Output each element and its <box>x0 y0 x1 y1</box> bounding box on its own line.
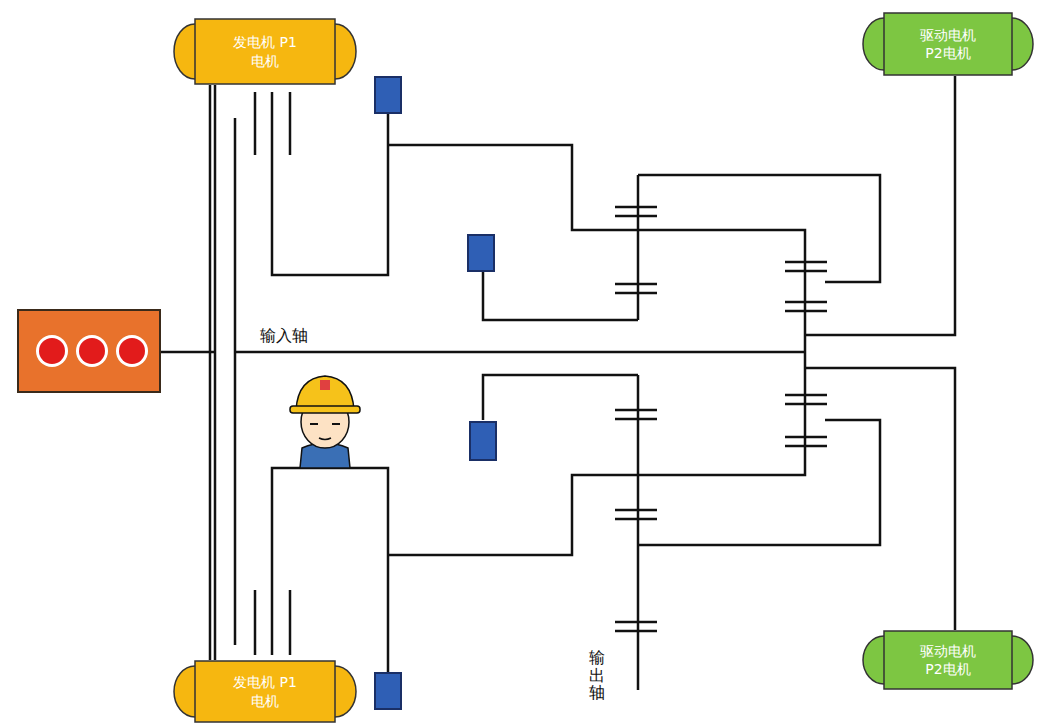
drive-motor: 驱动电机 P2电机 <box>862 12 1034 76</box>
shaft-line <box>160 351 215 354</box>
gear-tooth <box>785 445 827 448</box>
brake-block <box>375 673 401 709</box>
motor-outline <box>173 18 357 85</box>
gear-tooth <box>615 509 657 512</box>
shaft-line <box>271 615 274 655</box>
engine-block <box>18 310 160 392</box>
gear-tooth <box>615 630 657 633</box>
shaft-line <box>234 118 237 645</box>
gear-tooth <box>615 292 657 295</box>
shaft-line <box>483 270 638 320</box>
motor-label: 驱动电机 P2电机 <box>912 26 984 62</box>
gear-tooth <box>615 409 657 412</box>
shaft-line <box>289 590 292 655</box>
motor-label: 发电机 P1电机 <box>229 673 301 709</box>
shaft-label: 输出轴 <box>589 648 605 703</box>
gear-tooth <box>615 215 657 218</box>
shaft-line <box>272 468 388 678</box>
motor-label: 驱动电机 P2电机 <box>912 642 984 678</box>
shaft-line <box>483 375 638 420</box>
shaft-label: 输入轴 <box>258 326 310 347</box>
gear-tooth <box>615 283 657 286</box>
drive-motor: 驱动电机 P2电机 <box>862 630 1034 690</box>
gear-tooth <box>615 418 657 421</box>
shaft-line <box>637 175 640 320</box>
brake-block <box>468 235 494 271</box>
gear-tooth <box>785 436 827 439</box>
shaft-line <box>272 112 388 275</box>
gear-tooth <box>785 261 827 264</box>
shaft-line <box>805 368 955 630</box>
gear-tooth <box>785 310 827 313</box>
shaft-line <box>388 352 805 555</box>
shaft-line <box>638 175 880 282</box>
shaft-connector <box>209 85 212 660</box>
motor-outline <box>173 660 357 723</box>
shaft-line <box>235 351 805 354</box>
gear-tooth <box>615 206 657 209</box>
motor-outline <box>862 12 1034 76</box>
gear-tooth <box>615 621 657 624</box>
shaft-line <box>254 92 257 155</box>
gear-tooth <box>785 301 827 304</box>
worker-figure <box>290 376 360 468</box>
shaft-line <box>805 76 955 335</box>
shaft-line <box>214 85 217 660</box>
shaft-line <box>637 375 640 690</box>
generator-motor: 发电机 P1电机 <box>173 660 357 723</box>
brake-block <box>470 422 496 460</box>
gear-tooth <box>615 518 657 521</box>
shaft-line <box>254 590 257 655</box>
gear-tooth <box>785 403 827 406</box>
generator-motor: 发电机 P1电机 <box>173 18 357 85</box>
motor-label: 发电机 P1电机 <box>229 33 301 69</box>
gear-tooth <box>785 270 827 273</box>
gear-tooth <box>785 394 827 397</box>
brake-block <box>375 77 401 113</box>
shaft-line <box>638 420 880 545</box>
shaft-line <box>271 92 274 130</box>
shaft-line <box>289 92 292 155</box>
motor-outline <box>862 630 1034 690</box>
